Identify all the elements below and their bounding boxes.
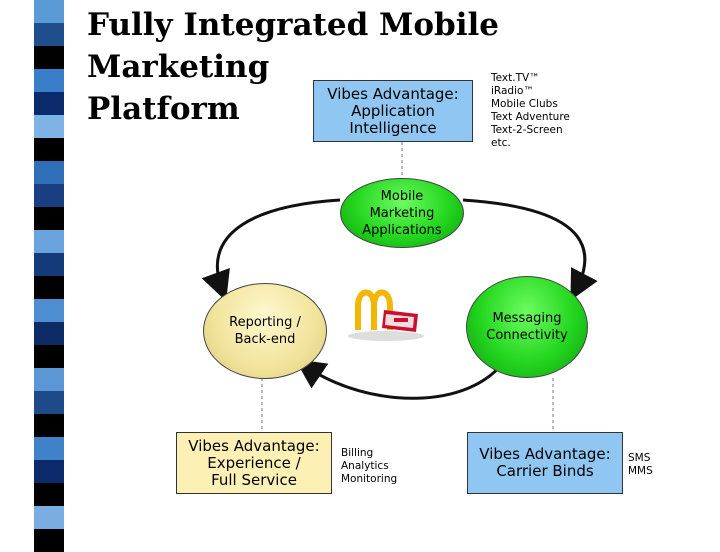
page-title: Fully Integrated Mobile Marketing Platfo…: [87, 4, 647, 130]
experience-line-2: Experience /: [207, 453, 301, 472]
stripe-block: [34, 506, 64, 529]
center-line-1: Mobile: [380, 188, 424, 204]
title-line-2: Platform: [87, 91, 240, 127]
connector-overlay: [201, 142, 598, 432]
list-item: Text Adventure: [491, 111, 570, 123]
reporting-line-1: Reporting /: [229, 315, 301, 330]
list-item: Text-2-Screen: [491, 124, 563, 136]
stripe-block: [34, 92, 64, 115]
stripe-block: [34, 322, 64, 345]
stripe-block: [34, 207, 64, 230]
list-item: Mobile Clubs: [491, 98, 558, 110]
billing-list: Billing Analytics Monitoring: [341, 447, 397, 486]
stripe-block: [34, 69, 64, 92]
list-item: MMS: [628, 465, 653, 477]
list-item: iRadio™: [491, 85, 534, 97]
list-item: etc.: [491, 137, 511, 149]
stripe-block: [34, 46, 64, 69]
stripe-block: [34, 368, 64, 391]
carrier-line-2: Carrier Binds: [496, 462, 594, 480]
stripe-block: [34, 230, 64, 253]
stripe-block: [34, 115, 64, 138]
arrow-to-reporting: [201, 198, 341, 302]
mcdonalds-logo: [348, 289, 424, 341]
messaging-connectivity-circle: Messaging Connectivity: [466, 276, 588, 378]
list-item: Billing: [341, 447, 374, 459]
stripe-block: [34, 483, 64, 506]
list-item: SMS: [628, 452, 651, 464]
application-list: Text.TV™ iRadio™ Mobile Clubs Text Adven…: [491, 72, 570, 150]
stripe-block: [34, 23, 64, 46]
stripe-block: [34, 161, 64, 184]
reporting-backend-circle: Reporting / Back-end: [203, 283, 327, 379]
arrow-to-messaging: [462, 198, 598, 301]
app-intel-line-3: Intelligence: [349, 118, 437, 137]
carrier-binds-box: Vibes Advantage: Carrier Binds: [467, 432, 623, 494]
app-intel-line-1: Vibes Advantage:: [327, 84, 459, 103]
application-intelligence-box: Vibes Advantage: Application Intelligenc…: [313, 80, 473, 142]
list-item: Monitoring: [341, 473, 398, 485]
experience-line-3: Full Service: [211, 470, 297, 489]
list-item: Analytics: [341, 460, 389, 472]
stripe-block: [34, 391, 64, 414]
stripe-block: [34, 276, 64, 299]
stripe-block: [34, 437, 64, 460]
stripe-block: [34, 253, 64, 276]
center-line-2: Marketing: [369, 205, 435, 221]
stripe-block: [34, 460, 64, 483]
stripe-block: [34, 138, 64, 161]
stripe-block: [34, 345, 64, 368]
mobile-marketing-applications-circle: Mobile Marketing Applications: [340, 178, 464, 248]
decorative-stripe: [0, 0, 74, 552]
center-line-3: Applications: [362, 222, 442, 238]
messaging-line-1: Messaging: [492, 311, 562, 326]
list-item: Text.TV™: [491, 72, 540, 84]
messaging-line-2: Connectivity: [486, 328, 568, 343]
stripe-block: [34, 184, 64, 207]
sms-mms-list: SMS MMS: [628, 452, 653, 478]
title-line-1: Fully Integrated Mobile Marketing: [87, 7, 499, 85]
carrier-line-1: Vibes Advantage:: [479, 445, 611, 463]
experience-line-1: Vibes Advantage:: [188, 436, 320, 455]
stripe-block: [34, 414, 64, 437]
experience-full-service-box: Vibes Advantage: Experience / Full Servi…: [176, 432, 332, 494]
stripe-block: [34, 0, 64, 23]
stripe-block: [34, 299, 64, 322]
arrow-to-reporting-bottom: [295, 359, 507, 400]
reporting-line-2: Back-end: [234, 332, 296, 347]
app-intel-line-2: Application: [351, 101, 435, 120]
